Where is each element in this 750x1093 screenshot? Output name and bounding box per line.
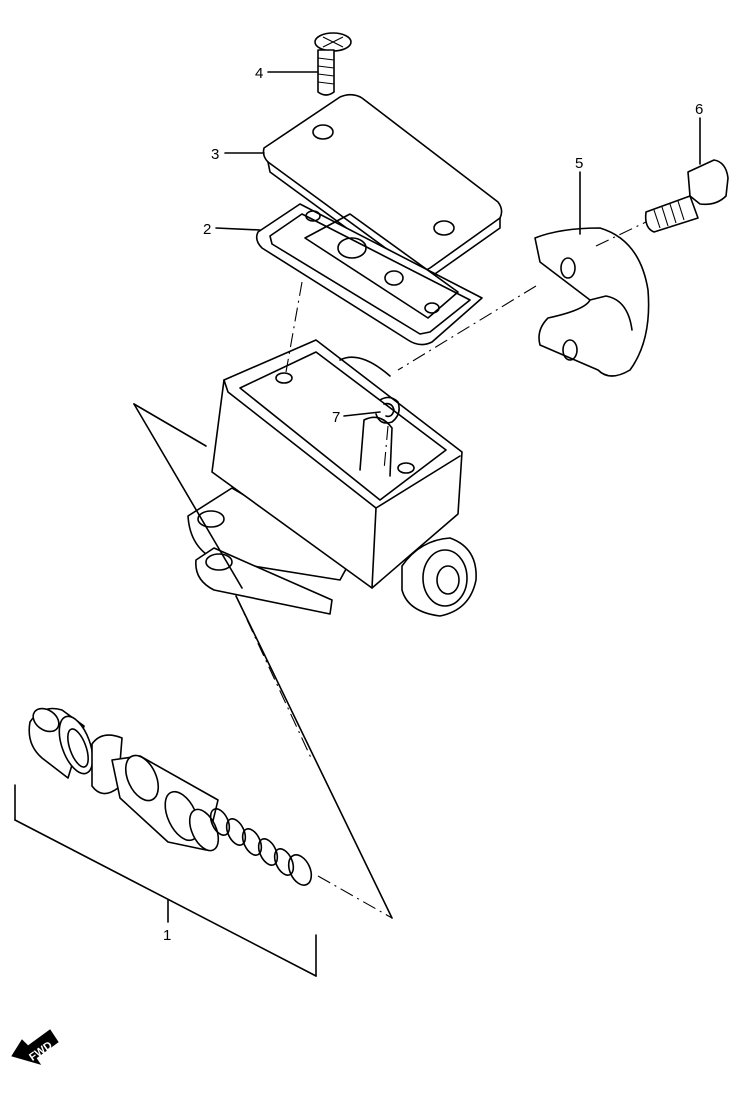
forward-arrow-icon: FWD xyxy=(11,1029,59,1065)
callout-leaders xyxy=(215,71,701,417)
master-cylinder-body xyxy=(187,339,477,617)
callout-1: 1 xyxy=(163,927,171,944)
circlip-part xyxy=(375,396,400,424)
callout-7: 7 xyxy=(332,409,340,426)
callout-4: 4 xyxy=(255,65,263,82)
callout-5: 5 xyxy=(575,155,583,172)
diaphragm-part xyxy=(255,203,483,346)
callout-labels: 4 3 2 5 6 7 1 xyxy=(163,65,703,944)
callout-2: 2 xyxy=(203,221,211,238)
assembly-lines xyxy=(14,221,647,977)
callout-3: 3 xyxy=(211,146,219,163)
piston-kit-part xyxy=(28,707,313,886)
callout-6: 6 xyxy=(695,101,703,118)
screw-part xyxy=(314,32,352,96)
bolt-part xyxy=(644,159,729,233)
holder-clamp-part xyxy=(534,227,650,377)
